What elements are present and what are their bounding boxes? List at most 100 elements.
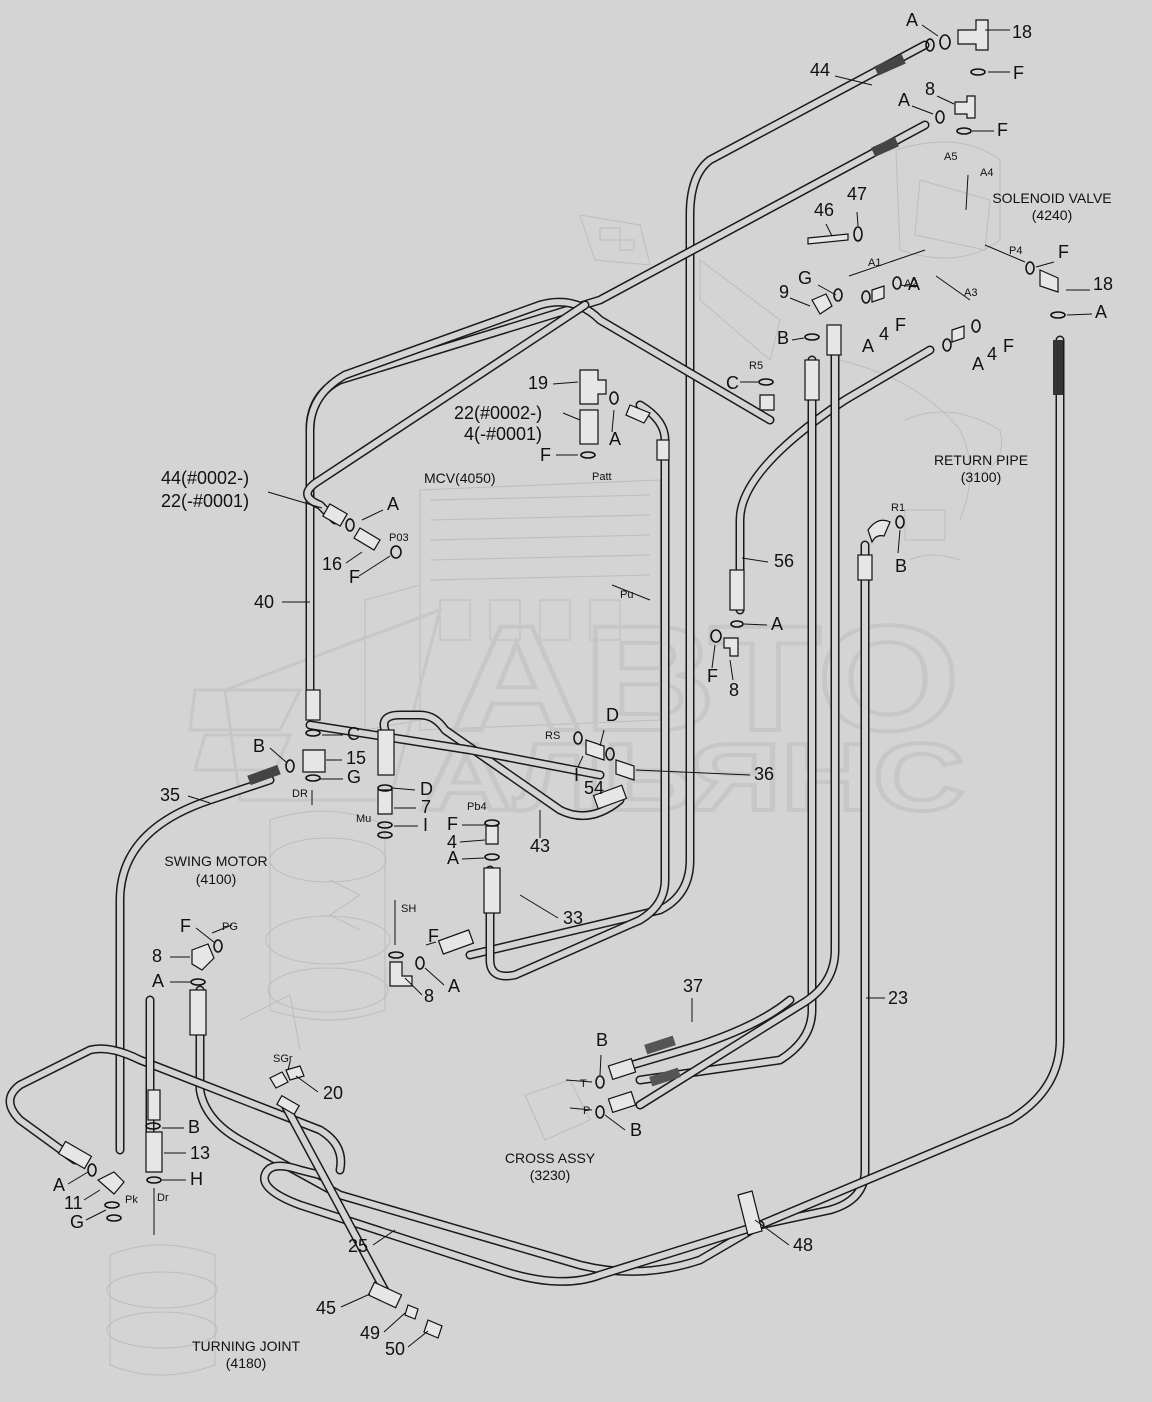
- port-label-15: SH: [401, 903, 416, 915]
- callout-label-16: A: [862, 336, 874, 356]
- hose-37-inner: [612, 997, 793, 1073]
- port-label-20: Dr: [157, 1192, 169, 1204]
- caption-cross-assy: CROSS ASSY: [505, 1150, 596, 1166]
- callout-label-31: 16: [322, 554, 342, 574]
- hose-45-inner: [282, 1102, 393, 1303]
- callout-label-38: 8: [729, 680, 739, 700]
- hose-25: [195, 985, 765, 1276]
- callout-label-53: 43: [530, 836, 550, 856]
- callout-label-69: H: [190, 1169, 203, 1189]
- callout-label-58: 8: [152, 946, 162, 966]
- caption-return-code: (3100): [961, 469, 1001, 485]
- port-label-19: P: [583, 1105, 590, 1117]
- callout-label-20: 4: [987, 344, 997, 364]
- port-label-2: P4: [1009, 245, 1022, 257]
- callout-label-44: 36: [754, 764, 774, 784]
- callout-label-15: B: [777, 328, 789, 348]
- port-label-0: A5: [944, 151, 957, 163]
- callout-label-30: A: [387, 494, 399, 514]
- hose-40-top-inner: [307, 299, 773, 703]
- callout-label-56: F: [180, 916, 191, 936]
- port-label-16: PG: [222, 921, 238, 933]
- callout-label-46: 54: [584, 778, 604, 798]
- hose-23-inner: [757, 542, 868, 1228]
- port-label-21: Pk: [125, 1194, 138, 1206]
- callout-label-13: 9: [779, 282, 789, 302]
- hose-23-right-inner: [757, 337, 1063, 1228]
- callout-label-76: 49: [360, 1323, 380, 1343]
- port-label-18: T: [580, 1078, 587, 1090]
- callout-label-77: 50: [385, 1339, 405, 1359]
- callout-label-71: 11: [64, 1193, 83, 1213]
- callout-label-36: A: [771, 614, 783, 634]
- callout-label-74: 48: [793, 1235, 813, 1255]
- port-label-17: SGr: [273, 1053, 293, 1065]
- port-label-13: Mu: [356, 813, 371, 825]
- callout-label-37: F: [707, 666, 718, 686]
- component-ghosts: [106, 141, 1003, 1376]
- callout-label-48: D: [420, 779, 433, 799]
- callout-label-57: F: [428, 926, 439, 946]
- hose-22-inner: [304, 302, 588, 523]
- callout-label-75: 45: [316, 1298, 336, 1318]
- callout-label-8: 46: [814, 200, 834, 220]
- caption-turning-joint: TURNING JOINT: [192, 1338, 301, 1354]
- callout-label-51: F: [447, 814, 458, 834]
- callout-label-28: 44(#0002-): [161, 468, 249, 488]
- callout-label-55: 33: [563, 908, 583, 928]
- callout-label-10: 18: [1093, 274, 1113, 294]
- callout-label-2: F: [1013, 63, 1024, 83]
- callout-label-60: 8: [424, 986, 434, 1006]
- hose-36b-inner: [637, 337, 838, 1108]
- caption-turning-code: (4180): [226, 1355, 266, 1371]
- callout-label-72: G: [70, 1212, 84, 1232]
- callout-label-29: 22(-#0001): [161, 491, 249, 511]
- hose-25-inner: [197, 987, 763, 1275]
- port-label-14: Pb4: [467, 801, 487, 813]
- callout-label-32: F: [349, 567, 360, 587]
- callout-label-43: G: [347, 767, 361, 787]
- callout-label-59: A: [152, 971, 164, 991]
- callout-label-23: 19: [528, 373, 548, 393]
- caption-cross-code: (3230): [530, 1167, 570, 1183]
- fittings: [57, 19, 1066, 1339]
- callout-label-39: D: [606, 705, 619, 725]
- caption-mcv: MCV(4050): [424, 470, 496, 486]
- hose-48-lower-inner: [261, 1163, 763, 1285]
- callout-label-0: 18: [1012, 22, 1032, 42]
- callout-label-12: G: [798, 268, 812, 288]
- callout-label-5: A: [898, 90, 910, 110]
- watermark-line1: АВТО: [450, 594, 960, 762]
- caption-swing-code: (4100): [196, 871, 236, 887]
- hose-loop-left-inner: [7, 1045, 344, 1173]
- callout-label-49: 7: [421, 797, 431, 817]
- callout-label-18: F: [895, 315, 906, 335]
- hose-44-inner: [467, 42, 928, 958]
- callout-label-27: F: [540, 445, 551, 465]
- caption-return-pipe: RETURN PIPE: [934, 452, 1028, 468]
- callout-label-11: A: [1095, 302, 1107, 322]
- callout-label-54: A: [447, 848, 459, 868]
- caption-swing-motor: SWING MOTOR: [164, 853, 267, 869]
- hose-35-inner: [117, 777, 273, 1153]
- callout-label-17: 4: [879, 324, 889, 344]
- callout-label-67: B: [630, 1120, 642, 1140]
- callout-label-73: 25: [348, 1236, 368, 1256]
- callout-label-45: I: [574, 765, 579, 785]
- hose-54-inner: [307, 722, 603, 778]
- port-label-3: A1: [868, 257, 881, 269]
- component-captions: SOLENOID VALVE (4240) RETURN PIPE (3100)…: [164, 190, 1111, 1371]
- callout-label-19: A: [972, 354, 984, 374]
- port-label-5: A3: [964, 287, 977, 299]
- hose-routes: [5, 40, 1065, 1305]
- callout-label-34: B: [895, 556, 907, 576]
- callout-label-47: 35: [160, 785, 180, 805]
- callout-label-7: 47: [847, 184, 867, 204]
- callout-label-24: 22(#0002-): [454, 403, 542, 423]
- port-label-9: P03: [389, 532, 409, 544]
- callout-label-40: C: [347, 724, 360, 744]
- callout-label-70: A: [53, 1175, 65, 1195]
- callout-label-41: B: [253, 736, 265, 756]
- leader-lines: [67, 24, 1093, 1348]
